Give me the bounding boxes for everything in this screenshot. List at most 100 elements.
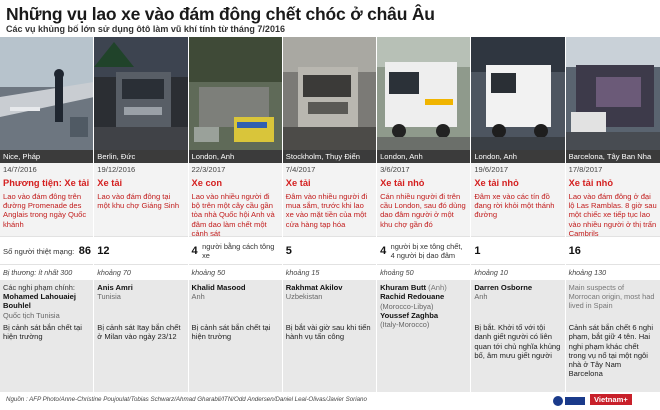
- incident-description: Lao vào đám đông ở đại lộ Las Ramblas. 8…: [565, 191, 660, 236]
- incident-injured: khoảng 130: [565, 264, 660, 280]
- deaths-count: 86: [78, 245, 91, 257]
- incident-photo-london-bridge: [377, 37, 471, 150]
- incident-photo-stockholm: [282, 37, 377, 150]
- perpetrator-nationality: (Morocco-Libya): [380, 301, 434, 311]
- photo-wrecked-truck: [282, 37, 377, 150]
- incident-vehicle: Xe tải nhỏ: [565, 177, 660, 191]
- perpetrator-fate: Bị cảnh sát bắn chết tại hiện trường: [0, 321, 94, 392]
- deaths-detail: người bị xe tông chết, 4 người bị dao đâ…: [390, 242, 463, 260]
- incident-injured: khoảng 15: [282, 264, 377, 280]
- incident-injured: khoảng 70: [94, 264, 188, 280]
- incident-deaths: 16: [565, 236, 660, 264]
- afp-logo-mark: [553, 396, 585, 406]
- perpetrator-fate: Bị bắt. Khởi tố với tội danh giết người …: [471, 321, 565, 392]
- incident-columns: Nice, Pháp 14/7/2016 Phương tiện: Xe tải…: [0, 37, 660, 392]
- deaths-label: Số người thiệt mạng:: [3, 246, 75, 256]
- incident-place: London, Anh: [188, 150, 282, 163]
- photo-crashed-car: [188, 37, 282, 150]
- photo-ramblas-van: [565, 37, 660, 150]
- incident-date: 7/4/2017: [282, 163, 377, 177]
- vietnamplus-logo: Vietnam+: [590, 394, 632, 405]
- photo-credit: Nguồn : AFP Photo/Anne-Christine Poujoul…: [6, 396, 367, 403]
- incident-vehicle: Xe con: [188, 177, 282, 191]
- incident-photo-london-westminster: [188, 37, 282, 150]
- perpetrator-nationality: Tunisia: [97, 292, 121, 302]
- incident-date: 19/6/2017: [471, 163, 565, 177]
- incident-description: Cán nhiều người đi trên cầu London, sau …: [377, 191, 471, 236]
- deaths-count: 4: [380, 245, 387, 257]
- incident-place: Stockholm, Thụy Điển: [282, 150, 377, 163]
- incident-deaths: 5: [282, 236, 377, 264]
- incident-place: Nice, Pháp: [0, 150, 94, 163]
- incident-photo-barcelona: [565, 37, 660, 150]
- photo-police-promenade: [0, 37, 94, 150]
- incident-column-stockholm: Stockholm, Thụy Điển 7/4/2017 Xe tải Đâm…: [282, 37, 378, 392]
- perpetrator-fate: Bị cảnh sát bắn chết tại hiện trường: [188, 321, 282, 392]
- incident-date: 17/8/2017: [565, 163, 660, 177]
- photo-white-van: [377, 37, 471, 150]
- perpetrator-nationality: Quốc tịch Tunisia: [3, 310, 60, 320]
- incident-perpetrator: Anis Amri Tunisia: [94, 280, 188, 321]
- deaths-detail: người bằng cách tông xe: [202, 242, 275, 260]
- incident-place: London, Anh: [471, 150, 565, 163]
- perpetrator-fate: Bị cảnh sát Itay bắn chết ở Milan vào ng…: [94, 321, 188, 392]
- incident-column-london-westminster: London, Anh 22/3/2017 Xe con Lao vào nhi…: [188, 37, 283, 392]
- incident-date: 22/3/2017: [188, 163, 282, 177]
- perpetrator-nationality-inline: (Anh): [428, 283, 447, 292]
- incident-perpetrator: Rakhmat Akilov Uzbekistan: [282, 280, 377, 321]
- perpetrator-note: Main suspects of Morrocan origin, most h…: [568, 283, 655, 310]
- perpetrator-name: Rakhmat Akilov: [285, 283, 343, 292]
- incident-deaths: 4 người bằng cách tông xe: [188, 236, 282, 264]
- incident-date: 19/12/2016: [94, 163, 188, 177]
- incident-perpetrator: Khuram Butt (Anh) Rachid Redouane (Moroc…: [377, 280, 471, 392]
- incident-perpetrator: Main suspects of Morrocan origin, most h…: [565, 280, 660, 321]
- afp-logo: [552, 395, 586, 409]
- incident-perpetrator: Khalid Masood Anh: [188, 280, 282, 321]
- incident-description: Lao vào đám đông trên đường Promenade de…: [0, 191, 94, 236]
- incident-place: Berlin, Đức: [94, 150, 188, 163]
- incident-photo-london-finsbury: [471, 37, 565, 150]
- incident-description: Đâm vào nhiều người đi mua sắm, trước kh…: [282, 191, 377, 236]
- perpetrator-nationality: Uzbekistan: [285, 292, 323, 302]
- incident-vehicle: Xe tải: [94, 177, 188, 191]
- incident-vehicle: Xe tải nhỏ: [377, 177, 471, 191]
- page-title: Những vụ lao xe vào đám đông chết chóc ở…: [6, 4, 435, 24]
- perpetrator-name: Rachid Redouane: [380, 292, 445, 302]
- perpetrator-nationality: Anh: [474, 292, 488, 302]
- perpetrator-name: Khalid Masood: [191, 283, 246, 292]
- perpetrator-name: Youssef Zaghba: [380, 310, 439, 320]
- incident-column-berlin: Berlin, Đức 19/12/2016 Xe tải Lao vào đá…: [94, 37, 189, 392]
- incident-date: 14/7/2016: [0, 163, 94, 177]
- perpetrator-fate: Bị bắt vài giờ sau khi tiến hành vụ tấn …: [282, 321, 377, 392]
- incident-deaths: 1: [471, 236, 565, 264]
- incident-vehicle: Phương tiện: Xe tải: [0, 177, 94, 191]
- perpetrator-name: Anis Amri: [97, 283, 133, 292]
- deaths-count: 5: [285, 245, 292, 257]
- perpetrator-nationality: Anh: [191, 292, 205, 302]
- incident-description: Lao vào nhiều người đi bộ trên một cây c…: [188, 191, 282, 236]
- page-subtitle: Các vụ khủng bố lớn sử dụng ôtô làm vũ k…: [6, 24, 285, 34]
- incident-vehicle: Xe tải: [282, 177, 377, 191]
- perpetrator-fate: Cảnh sát bắn chết 6 nghi phạm, bắt giữ 4…: [565, 321, 660, 392]
- perpetrator-name: Khuram Butt (Anh): [380, 283, 467, 292]
- incident-photo-nice: [0, 37, 94, 150]
- photo-rental-van: [471, 37, 565, 150]
- incident-place: Barcelona, Tây Ban Nha: [565, 150, 660, 163]
- deaths-count: 16: [568, 245, 581, 257]
- photo-truck-market: [94, 37, 188, 150]
- incident-photo-berlin: [94, 37, 188, 150]
- perpetrator-label: Các nghi phạm chính:: [3, 283, 75, 292]
- perpetrator-name: Mohamed Lahouaiej Bouhlel: [3, 292, 76, 311]
- incident-injured: khoảng 50: [188, 264, 282, 280]
- deaths-count: 4: [191, 245, 198, 257]
- incident-column-london-finsbury: London, Anh 19/6/2017 Xe tải nhỏ Đâm xe …: [471, 37, 566, 392]
- incident-perpetrator: Các nghi phạm chính: Mohamed Lahouaiej B…: [0, 280, 94, 321]
- incident-column-london-bridge: London, Anh 3/6/2017 Xe tải nhỏ Cán nhiề…: [377, 37, 472, 392]
- incident-deaths: 4 người bị xe tông chết, 4 người bị dao …: [377, 236, 471, 264]
- incident-column-nice: Nice, Pháp 14/7/2016 Phương tiện: Xe tải…: [0, 37, 95, 392]
- deaths-count: 12: [97, 245, 110, 257]
- incident-deaths: 12: [94, 236, 188, 264]
- incident-deaths: Số người thiệt mạng: 86: [0, 236, 94, 264]
- incident-vehicle: Xe tải nhỏ: [471, 177, 565, 191]
- perpetrator-name-text: Khuram Butt: [380, 283, 427, 292]
